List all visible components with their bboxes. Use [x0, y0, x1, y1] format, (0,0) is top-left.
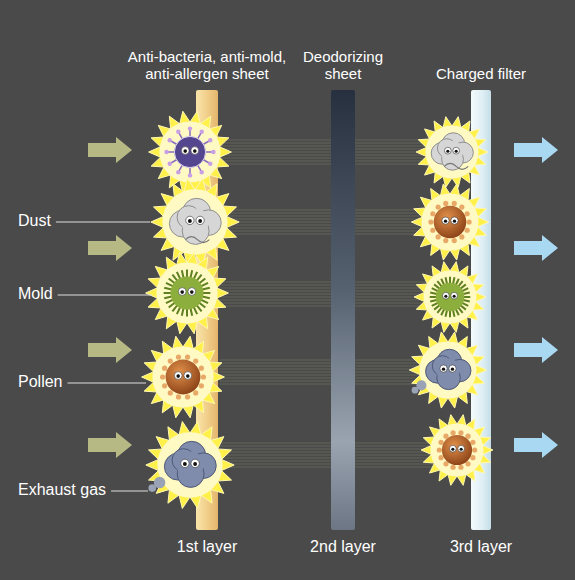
filter-band — [331, 90, 355, 530]
particle-label: Exhaust gas — [18, 481, 106, 499]
particle-label: Pollen — [18, 373, 62, 391]
leader-line — [56, 221, 150, 222]
flow-arrow — [88, 432, 132, 458]
layer-number: 2nd layer — [310, 538, 376, 556]
flow-arrow — [514, 432, 558, 458]
filter-layer-band: Anti-bacteria, anti-mold, anti-allergen … — [196, 90, 218, 530]
flow-arrow — [514, 235, 558, 261]
pollen-particle — [411, 184, 488, 260]
layer-heading: Charged filter — [426, 65, 536, 82]
flow-arrow — [88, 137, 132, 163]
layer-heading: Anti-bacteria, anti-mold, anti-allergen … — [122, 48, 292, 83]
virus-particle — [149, 111, 232, 193]
pollen-particle — [421, 415, 493, 486]
dust-particle — [151, 179, 239, 266]
exhaust-particle — [146, 422, 234, 509]
layer-number: 1st layer — [177, 538, 237, 556]
flow-arrow — [514, 137, 558, 163]
mold-particle — [414, 262, 486, 333]
filter-layer-band: Deodorizing sheet2nd layer — [331, 90, 355, 530]
flow-arrow — [514, 337, 558, 363]
pollen-particle — [142, 336, 225, 418]
particle-label: Mold — [18, 285, 53, 303]
leader-line — [58, 294, 152, 295]
flow-arrow — [88, 337, 132, 363]
layer-heading: Deodorizing sheet — [293, 48, 393, 83]
leader-line — [67, 382, 146, 383]
filter-layer-band: Charged filter3rd layer — [471, 90, 491, 530]
layer-number: 3rd layer — [450, 538, 512, 556]
dust-particle — [416, 117, 488, 188]
mold-particle — [146, 252, 229, 334]
exhaust-particle — [409, 332, 486, 408]
flow-arrow — [88, 235, 132, 261]
leader-line — [111, 490, 148, 491]
particle-label: Dust — [18, 212, 51, 230]
